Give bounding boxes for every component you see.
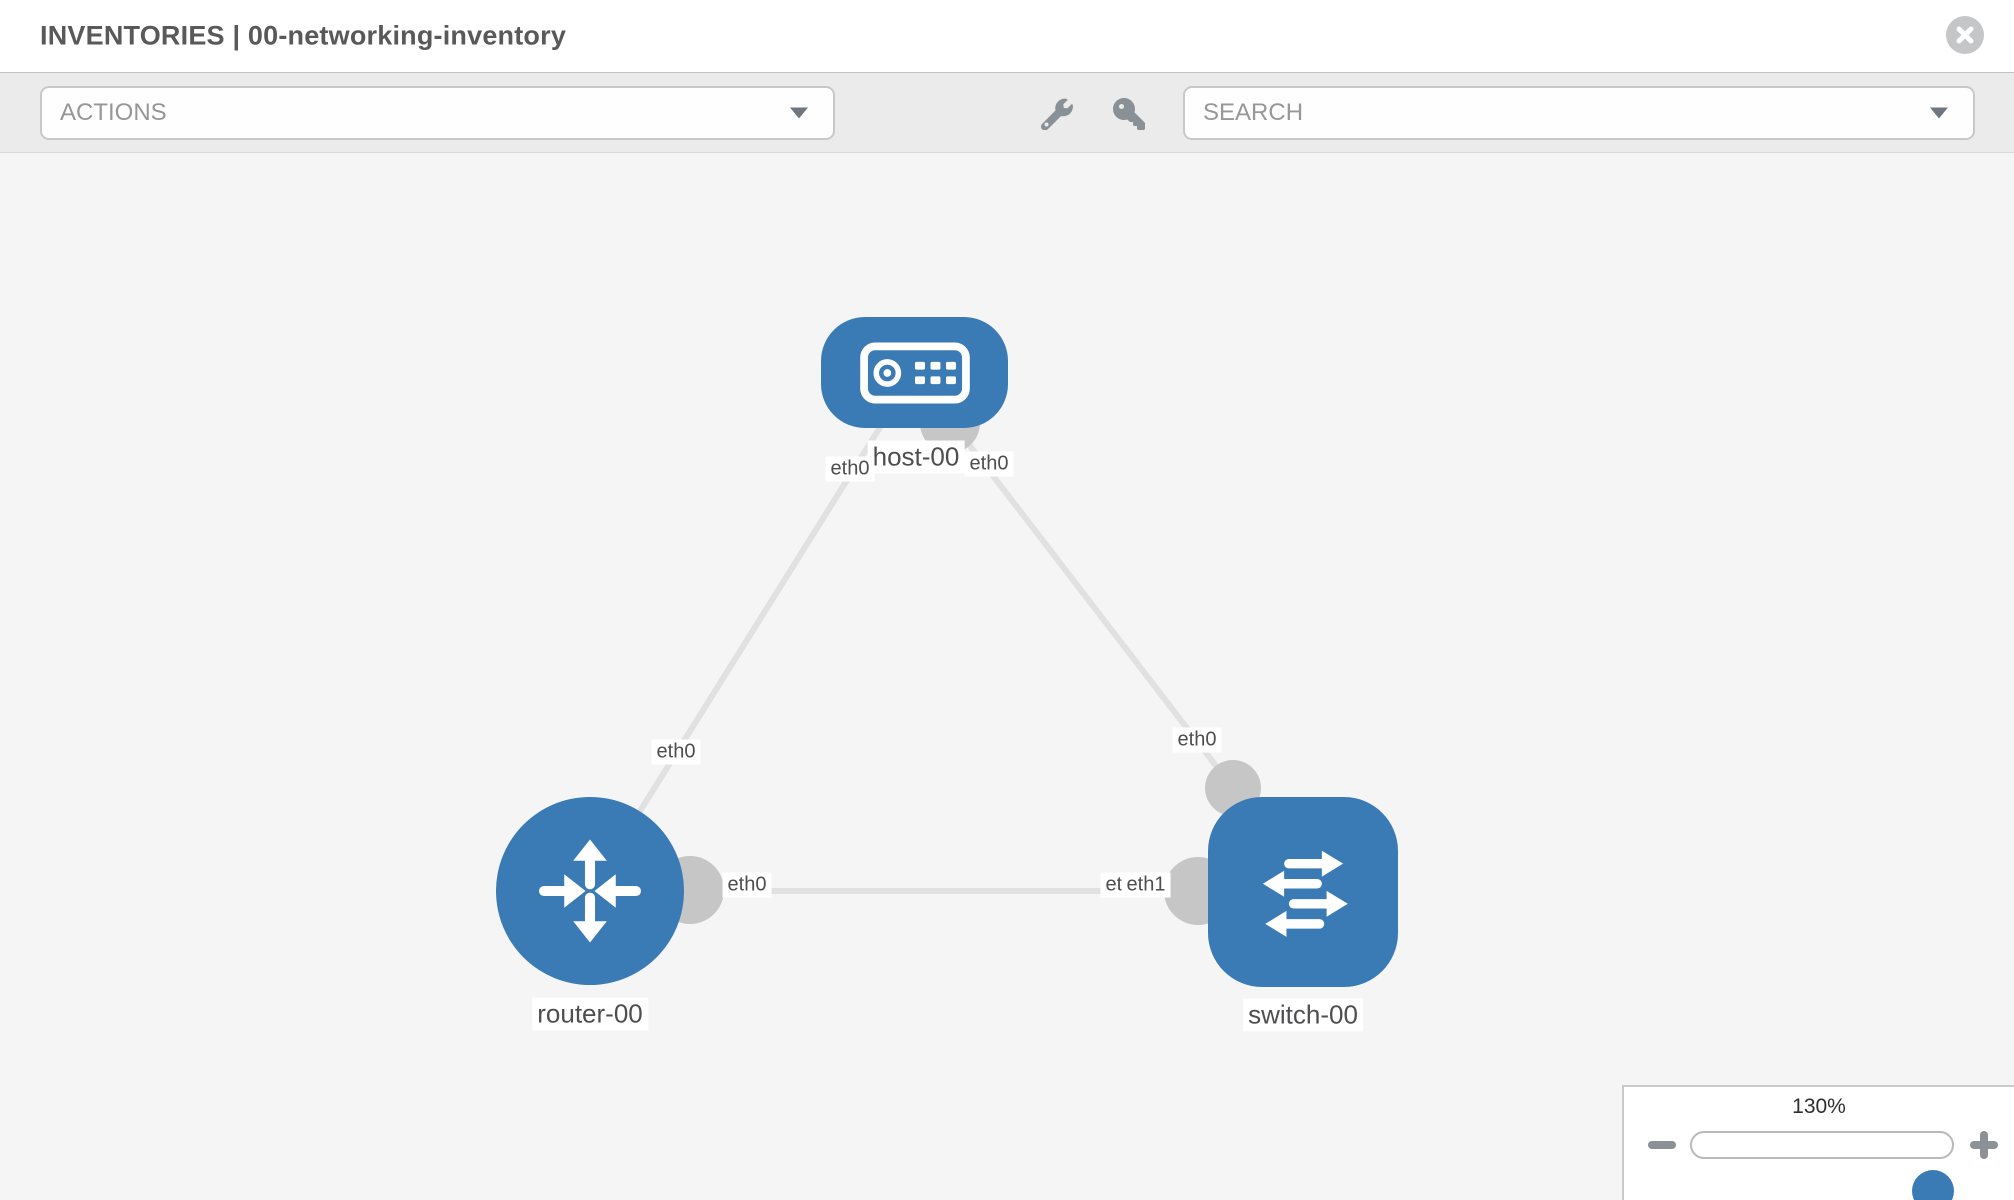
node-label-switch: switch-00 — [1243, 998, 1363, 1032]
key-icon[interactable] — [1112, 97, 1146, 131]
zoom-in-button[interactable] — [1970, 1131, 1998, 1159]
wrench-icon[interactable] — [1040, 97, 1074, 131]
server-icon — [859, 342, 970, 403]
node-switch-00[interactable] — [1208, 797, 1398, 987]
topology-canvas[interactable]: host-00 router-00 switch-00 eth0 eth0 et… — [0, 153, 2014, 1200]
plus-icon — [1980, 1131, 1988, 1159]
topology-links-layer — [587, 371, 1261, 925]
chevron-down-icon — [790, 107, 808, 119]
zoom-slider-track[interactable] — [1690, 1131, 1954, 1200]
interface-label: eth0 — [825, 456, 875, 482]
interface-label: eth0 — [1172, 727, 1222, 753]
zoom-slider-thumb[interactable] — [1912, 1170, 1954, 1200]
node-label-host: host-00 — [867, 440, 965, 474]
page-title: INVENTORIES | 00-networking-inventory — [40, 20, 567, 51]
interface-label: eth0 — [722, 872, 772, 898]
router-arrows-icon — [539, 839, 641, 943]
toolbar-icon-group — [1040, 73, 1146, 154]
zoom-level-label: 130% — [1792, 1095, 1846, 1118]
node-router-00[interactable] — [496, 797, 684, 985]
search-dropdown[interactable]: SEARCH — [1183, 86, 1975, 140]
actions-dropdown[interactable]: ACTIONS — [40, 86, 835, 140]
close-button[interactable] — [1946, 16, 1984, 54]
switch-arrows-icon — [1262, 850, 1348, 937]
interface-label: eth1 — [1121, 872, 1171, 898]
zoom-panel: 130% — [1622, 1085, 2014, 1200]
close-icon — [1956, 26, 1974, 44]
interface-label: eth0 — [964, 451, 1014, 477]
chevron-down-icon — [1930, 107, 1948, 119]
toolbar: ACTIONS SEARCH — [0, 72, 2014, 153]
node-label-router: router-00 — [532, 997, 648, 1031]
header: INVENTORIES | 00-networking-inventory — [0, 0, 2014, 72]
interface-label: eth0 — [651, 739, 701, 765]
actions-dropdown-label: ACTIONS — [60, 99, 167, 126]
search-dropdown-label: SEARCH — [1203, 99, 1304, 126]
zoom-out-button[interactable] — [1648, 1141, 1676, 1149]
node-host-00[interactable] — [821, 317, 1008, 428]
